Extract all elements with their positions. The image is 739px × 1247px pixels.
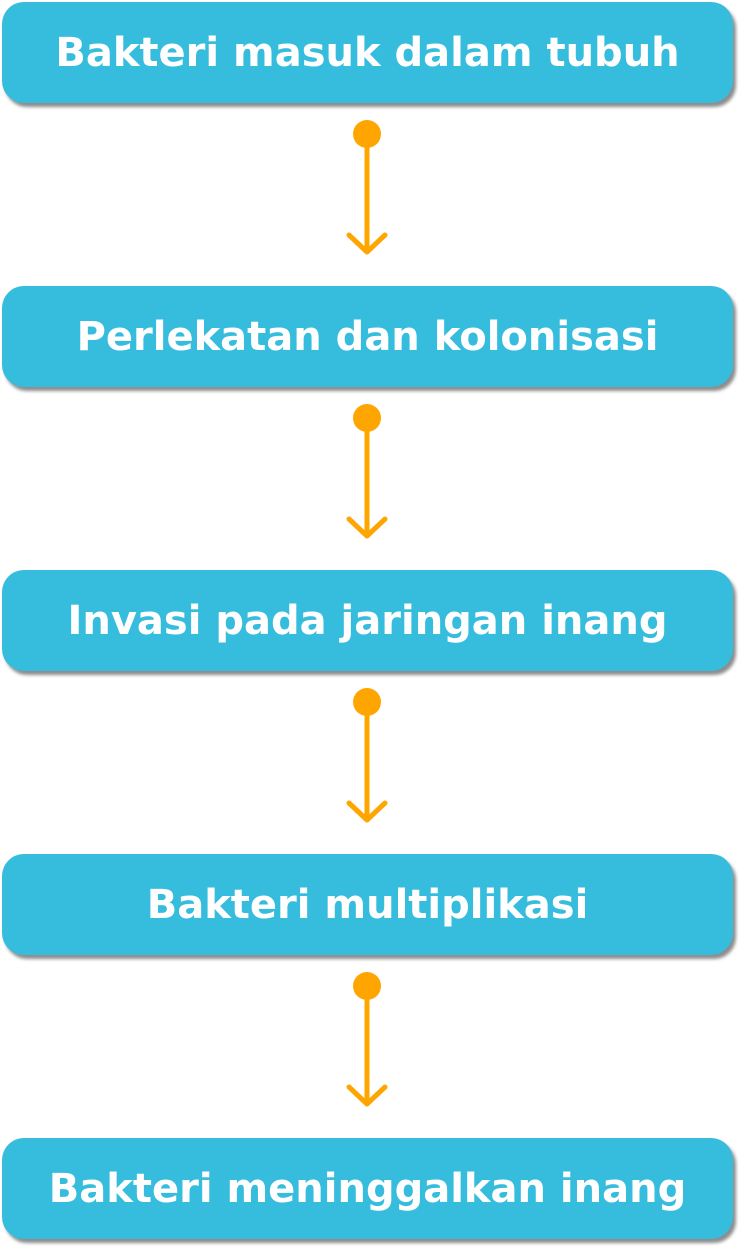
step-label: Invasi pada jaringan inang bbox=[67, 597, 668, 644]
step-label: Bakteri multiplikasi bbox=[146, 881, 589, 928]
flow-step-5: Bakteri meninggalkan inang bbox=[2, 1138, 733, 1239]
flow-step-4: Bakteri multiplikasi bbox=[2, 854, 733, 955]
arrow-down-icon bbox=[346, 404, 388, 539]
arrow-down-icon bbox=[346, 972, 388, 1107]
arrow-down-icon bbox=[346, 688, 388, 823]
step-label: Bakteri meninggalkan inang bbox=[48, 1165, 687, 1212]
flow-step-2: Perlekatan dan kolonisasi bbox=[2, 286, 733, 387]
flow-step-1: Bakteri masuk dalam tubuh bbox=[2, 2, 733, 103]
step-label: Bakteri masuk dalam tubuh bbox=[55, 29, 680, 76]
step-label: Perlekatan dan kolonisasi bbox=[76, 313, 659, 360]
arrow-down-icon bbox=[346, 120, 388, 255]
flow-step-3: Invasi pada jaringan inang bbox=[2, 570, 733, 671]
